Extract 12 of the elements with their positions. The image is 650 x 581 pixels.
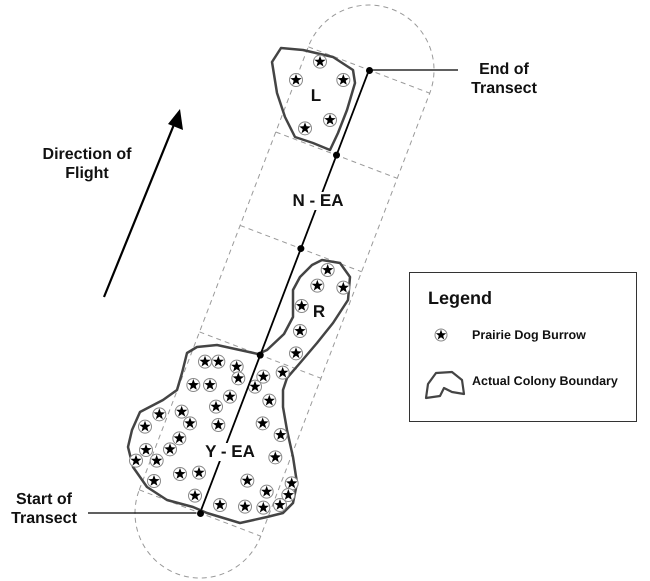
area-label: Y - EA bbox=[203, 443, 257, 461]
legend-text: Actual Colony Boundary bbox=[472, 373, 618, 389]
leader-line bbox=[372, 69, 458, 71]
callout-text: Start of Transect bbox=[10, 490, 78, 528]
transect-line bbox=[200, 72, 369, 510]
callout-text: End of Transect bbox=[470, 60, 538, 98]
transect-point bbox=[366, 66, 372, 74]
leader-line bbox=[88, 512, 196, 514]
legend-title: Legend bbox=[428, 287, 492, 309]
area-label: N - EA bbox=[290, 192, 346, 210]
direction-label: Direction of Flight bbox=[42, 145, 132, 183]
legend-text: Prairie Dog Burrow bbox=[472, 327, 586, 343]
